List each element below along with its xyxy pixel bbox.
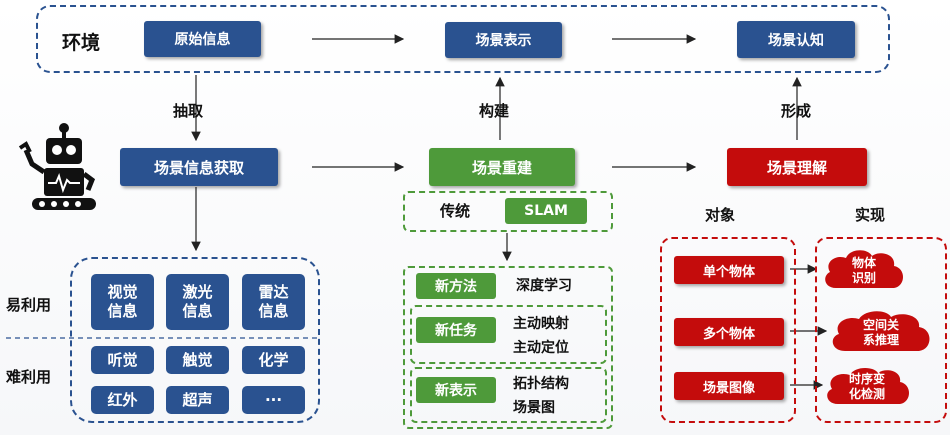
object-recognition-text: 物体 识别	[851, 256, 876, 285]
multi-object-box: 多个物体	[674, 318, 784, 346]
new-representation-text: 拓扑结构 场景图	[513, 376, 569, 416]
realize-header: 实现	[855, 206, 886, 224]
object-header: 对象	[705, 206, 736, 224]
ultrasound-cell: 超声	[166, 386, 229, 414]
new-task-text: 主动映射 主动定位	[513, 316, 569, 356]
new-task-frame	[410, 305, 607, 364]
raw-info-box: 原始信息	[144, 21, 261, 57]
new-representation-frame	[410, 367, 607, 423]
slam-box: SLAM	[505, 198, 587, 224]
form-label: 形成	[781, 102, 812, 120]
cloud-shape-icon	[827, 367, 909, 404]
chemical-cell: 化学	[242, 346, 305, 374]
robot-icon	[18, 123, 96, 210]
new-task-tag: 新任务	[416, 317, 496, 343]
more-cell: ···	[242, 386, 305, 414]
traditional-frame	[403, 191, 613, 232]
new-method-tag: 新方法	[416, 273, 496, 299]
build-label: 构建	[479, 102, 510, 120]
temporal-change-text: 时序变 化检测	[848, 372, 885, 401]
infrared-cell: 红外	[91, 386, 154, 414]
traditional-label: 传统	[440, 202, 471, 220]
hearing-cell: 听觉	[91, 346, 154, 374]
spatial-reasoning-text: 空间关 系推理	[862, 318, 899, 347]
easy-use-label: 易利用	[6, 296, 52, 314]
objects-frame	[660, 237, 796, 423]
extract-label: 抽取	[173, 102, 204, 120]
environment-frame	[36, 5, 890, 73]
outcomes-frame	[815, 237, 947, 423]
scene-cognition-box: 场景认知	[737, 21, 855, 58]
scene-image-box: 场景图像	[674, 372, 784, 400]
single-object-box: 单个物体	[674, 256, 784, 284]
new-method-text: 深度学习	[516, 278, 572, 294]
scene-representation-box: 场景表示	[445, 22, 562, 58]
environment-label: 环境	[62, 32, 101, 54]
cloud-shape-icon	[832, 311, 930, 351]
cloud-shape-icon	[825, 250, 903, 288]
scene-rebuild-box: 场景重建	[429, 148, 575, 186]
new-representation-tag: 新表示	[416, 377, 496, 403]
sensing-frame	[70, 257, 320, 423]
laser-info-cell: 激光 信息	[166, 274, 229, 330]
new-approaches-frame	[403, 266, 613, 429]
visual-info-cell: 视觉 信息	[91, 274, 154, 330]
radar-info-cell: 雷达 信息	[242, 274, 305, 330]
scene-acquire-box: 场景信息获取	[120, 148, 278, 186]
touch-cell: 触觉	[166, 346, 229, 374]
scene-understand-box: 场景理解	[727, 148, 867, 186]
hard-use-label: 难利用	[6, 368, 52, 386]
